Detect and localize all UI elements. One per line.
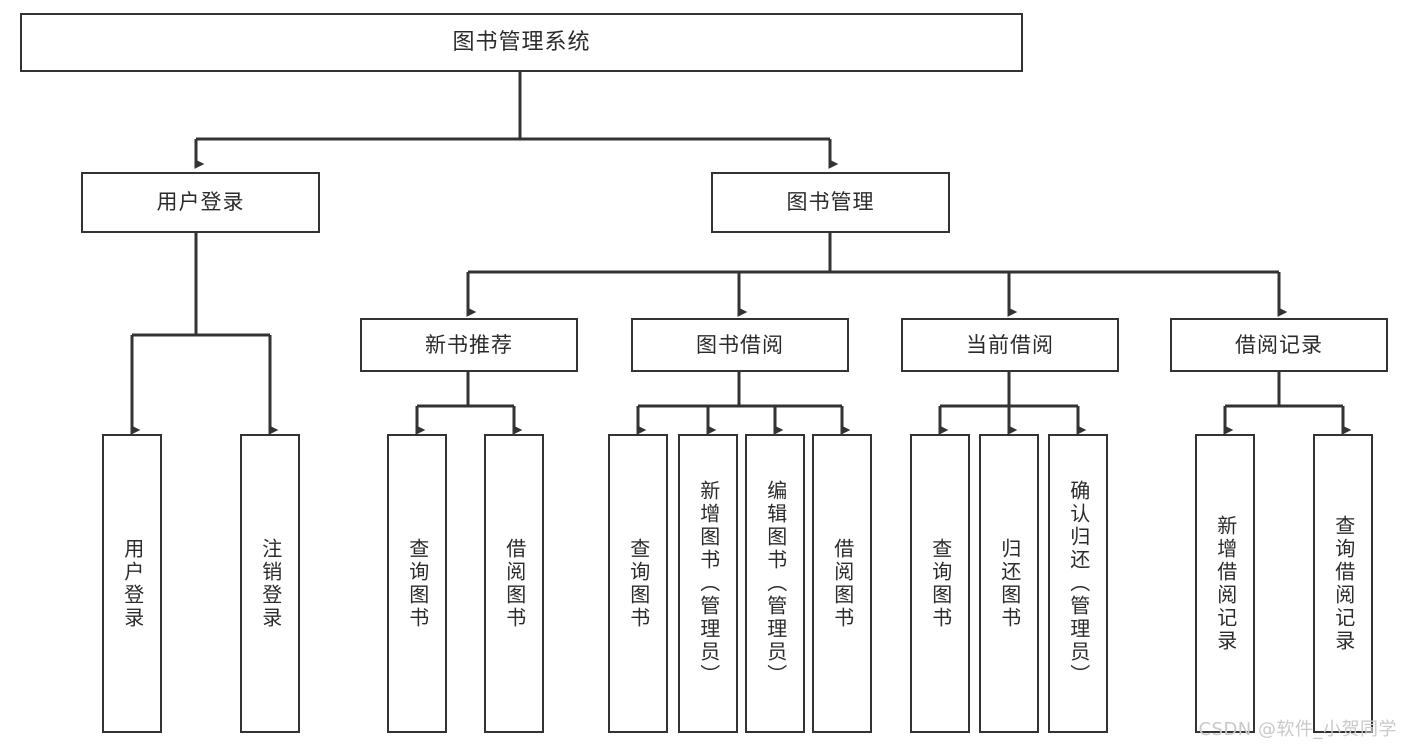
- leaf-current-borrow-query[interactable]: 查询图书: [910, 434, 970, 733]
- leaf-new-book-borrow[interactable]: 借阅图书: [484, 434, 544, 733]
- node-borrow-record[interactable]: 借阅记录: [1170, 318, 1388, 372]
- leaf-current-borrow-return[interactable]: 归还图书: [979, 434, 1039, 733]
- leaf-borrow-record-add[interactable]: 新增借阅记录: [1195, 434, 1255, 733]
- leaf-borrow-record-query[interactable]: 查询借阅记录: [1313, 434, 1373, 733]
- leaf-book-borrow-add[interactable]: 新增图书（管理员）: [678, 434, 738, 733]
- leaf-current-borrow-confirm-return[interactable]: 确认归还（管理员）: [1048, 434, 1108, 733]
- leaf-book-borrow-query[interactable]: 查询图书: [608, 434, 668, 733]
- node-book-borrow[interactable]: 图书借阅: [631, 318, 849, 372]
- leaf-new-book-query[interactable]: 查询图书: [387, 434, 447, 733]
- node-user-login[interactable]: 用户登录: [81, 172, 320, 233]
- leaf-user-login-logout[interactable]: 注销登录: [240, 434, 300, 733]
- leaf-book-borrow-borrow[interactable]: 借阅图书: [812, 434, 872, 733]
- node-book-manage[interactable]: 图书管理: [711, 172, 950, 233]
- watermark-text: CSDN @软件_小贺同学: [1198, 719, 1397, 740]
- leaf-user-login-login[interactable]: 用户登录: [102, 434, 162, 733]
- node-new-book-recommend[interactable]: 新书推荐: [360, 318, 578, 372]
- node-current-borrow[interactable]: 当前借阅: [901, 318, 1119, 372]
- leaf-book-borrow-edit[interactable]: 编辑图书（管理员）: [745, 434, 805, 733]
- node-root-system[interactable]: 图书管理系统: [20, 13, 1023, 72]
